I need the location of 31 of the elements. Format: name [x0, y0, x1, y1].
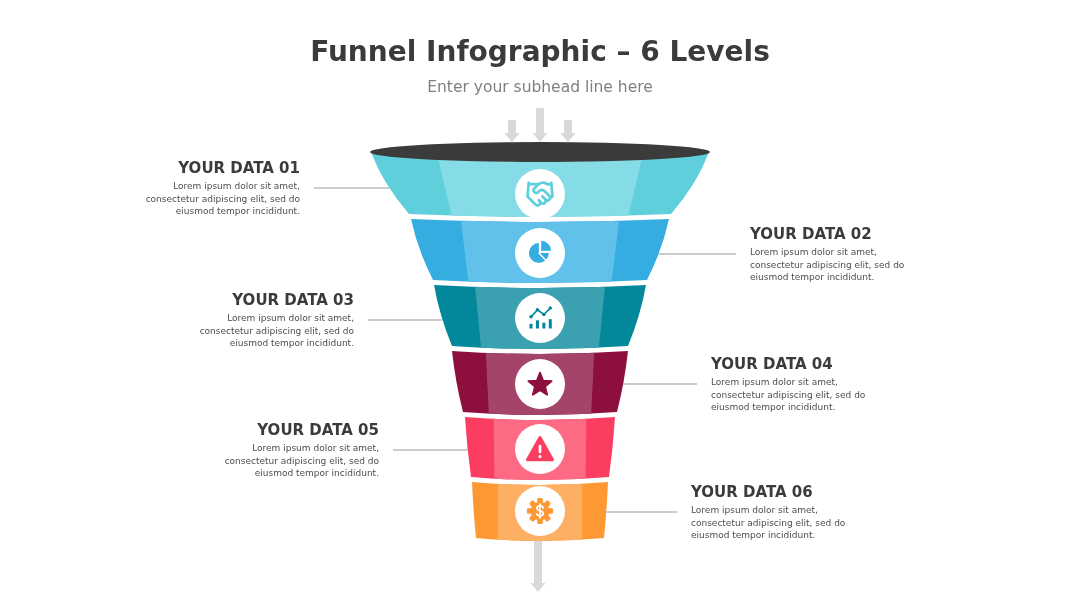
item-description: Lorem ipsum dolor sit amet, consectetur adipiscing elit, sed do eiusmod tempor incididunt.	[223, 442, 379, 480]
title: Funnel Infographic – 6 Levels	[310, 34, 770, 70]
subtitle: Enter your subhead line here	[427, 77, 653, 97]
funnel-segment	[371, 152, 709, 217]
item-description: Lorem ipsum dolor sit amet, consectetur adipiscing elit, sed do eiusmod tempor incididunt.	[750, 246, 906, 284]
item-heading: YOUR DATA 03	[232, 290, 354, 310]
leader-line	[392, 449, 469, 451]
item-heading: YOUR DATA 04	[711, 354, 833, 374]
item-description: Lorem ipsum dolor sit amet, consectetur adipiscing elit, sed do eiusmod tempor incididunt.	[198, 312, 354, 350]
funnel-segment	[472, 482, 608, 541]
item-heading: YOUR DATA 02	[750, 224, 872, 244]
item-description: Lorem ipsum dolor sit amet, consectetur adipiscing elit, sed do eiusmod tempor incididunt.	[711, 376, 867, 414]
item-description: Lorem ipsum dolor sit amet, consectetur adipiscing elit, sed do eiusmod tempor incididunt.	[144, 180, 300, 218]
leader-line	[657, 253, 737, 255]
item-heading: YOUR DATA 06	[691, 482, 813, 502]
arrow	[504, 120, 520, 143]
item-heading: YOUR DATA 05	[257, 420, 379, 440]
funnel-segment	[465, 417, 615, 480]
funnel-opening	[370, 142, 710, 162]
leader-line	[622, 383, 698, 385]
arrow	[560, 120, 576, 143]
item-description: Lorem ipsum dolor sit amet, consectetur adipiscing elit, sed do eiusmod tempor incididunt.	[691, 504, 847, 542]
leader-line	[367, 319, 444, 321]
leader-line	[605, 511, 678, 513]
item-heading: YOUR DATA 01	[178, 158, 300, 178]
arrow	[532, 108, 548, 142]
funnel-segment	[411, 219, 669, 283]
funnel-segment	[452, 351, 628, 415]
leader-line	[313, 187, 390, 189]
funnel-segment	[434, 285, 646, 349]
arrow	[530, 541, 546, 592]
